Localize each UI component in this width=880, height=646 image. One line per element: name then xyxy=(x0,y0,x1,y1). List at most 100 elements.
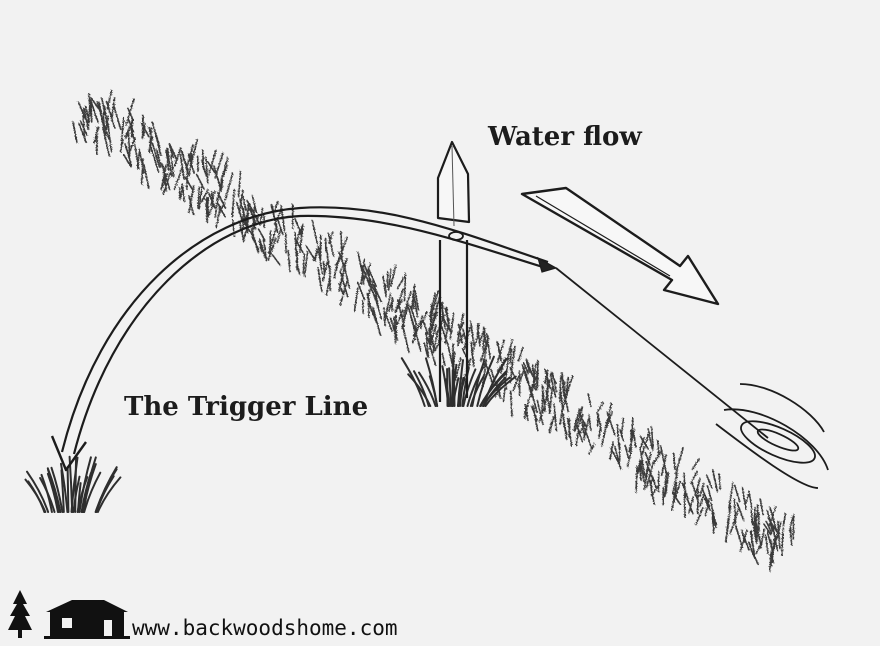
grass-blade xyxy=(105,100,116,129)
grass-blade xyxy=(311,220,318,245)
footer-url-text[interactable]: www.backwoodshome.com xyxy=(132,616,398,640)
grass-blade xyxy=(559,405,564,426)
grass-blade xyxy=(251,195,258,214)
grass-blade xyxy=(259,238,266,259)
grass-blade xyxy=(544,369,552,389)
grass-blade xyxy=(413,370,430,407)
grass-blade xyxy=(609,441,614,460)
grass-blade xyxy=(644,451,652,479)
grass-blade xyxy=(383,292,392,322)
grass-blade xyxy=(614,445,622,470)
grass-blade xyxy=(704,498,710,517)
grass-blade xyxy=(325,277,331,296)
grass-blade xyxy=(672,452,676,471)
stake-notch xyxy=(448,231,558,273)
grass-blade xyxy=(440,302,447,330)
grass-blade xyxy=(216,202,226,218)
grass-blade xyxy=(410,284,416,311)
grass-blade xyxy=(743,536,750,551)
grass-blade xyxy=(699,482,705,497)
grass-blade xyxy=(276,217,284,236)
grass-blade xyxy=(430,334,435,352)
grass-blade xyxy=(84,105,91,123)
grass-blade xyxy=(736,502,745,521)
grass-blade xyxy=(733,498,737,525)
grass-blade xyxy=(414,330,422,352)
grass-blade xyxy=(688,495,695,515)
grass-blade xyxy=(370,287,378,304)
water-flow-label: Water flow xyxy=(488,122,642,152)
grass-blade xyxy=(367,268,377,287)
grass-blade xyxy=(445,306,449,321)
grass-blade xyxy=(407,373,432,407)
grass-blade xyxy=(94,468,118,513)
grass-blade xyxy=(276,228,282,243)
grass-blade xyxy=(78,122,87,144)
grass-blade xyxy=(772,525,779,552)
grass-blade xyxy=(101,117,110,140)
grass-blade xyxy=(628,428,636,453)
grass-blade xyxy=(509,390,513,418)
grass-blade xyxy=(442,318,451,331)
grass-blade xyxy=(328,231,334,244)
grass-blade xyxy=(107,123,113,153)
grass-blade xyxy=(647,428,653,449)
grass-blade xyxy=(127,131,131,159)
grass-blade xyxy=(476,355,495,407)
grass-blade xyxy=(148,127,153,154)
grass-blade xyxy=(262,236,268,262)
grass-blade xyxy=(338,272,345,292)
grass-blade xyxy=(744,492,750,506)
grass-blade xyxy=(151,121,161,149)
grass-blade xyxy=(268,229,272,257)
grass-blade xyxy=(367,279,377,294)
grass-blade xyxy=(674,481,678,498)
grass-blade xyxy=(401,303,410,330)
grass-blade xyxy=(564,398,569,413)
grass-blade xyxy=(674,446,684,476)
grass-blade xyxy=(188,184,195,214)
water-ripples xyxy=(715,383,829,489)
grass-blade xyxy=(128,137,136,154)
grass-blade xyxy=(143,164,150,189)
grass-blade xyxy=(549,373,557,398)
grass-blade xyxy=(389,317,399,341)
grass-blade xyxy=(454,357,462,381)
grass-blade xyxy=(312,247,321,261)
grass-blade xyxy=(574,406,584,432)
grass-blade xyxy=(244,222,254,237)
grass-blade xyxy=(356,281,366,301)
grass-blade xyxy=(26,470,50,513)
grass-blade xyxy=(422,321,429,335)
water-flow-arrow-icon xyxy=(520,186,720,306)
grass-blade xyxy=(242,195,247,211)
grass-blade xyxy=(695,506,704,526)
grass-blade xyxy=(136,151,141,170)
grass-blade xyxy=(706,485,713,502)
grass-blade xyxy=(606,411,616,436)
grass-blade xyxy=(759,528,765,549)
grass-blade xyxy=(683,493,686,519)
grass-blade xyxy=(588,414,592,431)
grass-blade xyxy=(127,107,135,122)
grass-blade xyxy=(217,171,224,201)
grass-blade xyxy=(739,529,748,553)
grass-blade xyxy=(387,268,392,291)
grass-blade xyxy=(671,492,682,506)
grass-blade xyxy=(27,480,46,513)
grass-blade xyxy=(363,263,372,283)
grass-blade xyxy=(619,429,625,442)
grass-blade xyxy=(482,358,486,371)
grass-blade xyxy=(577,413,584,428)
grass-blade xyxy=(470,341,475,367)
grass-blade xyxy=(205,156,209,184)
grass-blade xyxy=(382,275,387,294)
grass-blade xyxy=(149,144,160,174)
grass-blade xyxy=(748,490,753,510)
grass-blade xyxy=(200,188,209,203)
grass-blade xyxy=(188,195,195,216)
grass-blade xyxy=(660,454,667,477)
grass-blade xyxy=(244,203,251,224)
grass-blade xyxy=(257,228,266,242)
